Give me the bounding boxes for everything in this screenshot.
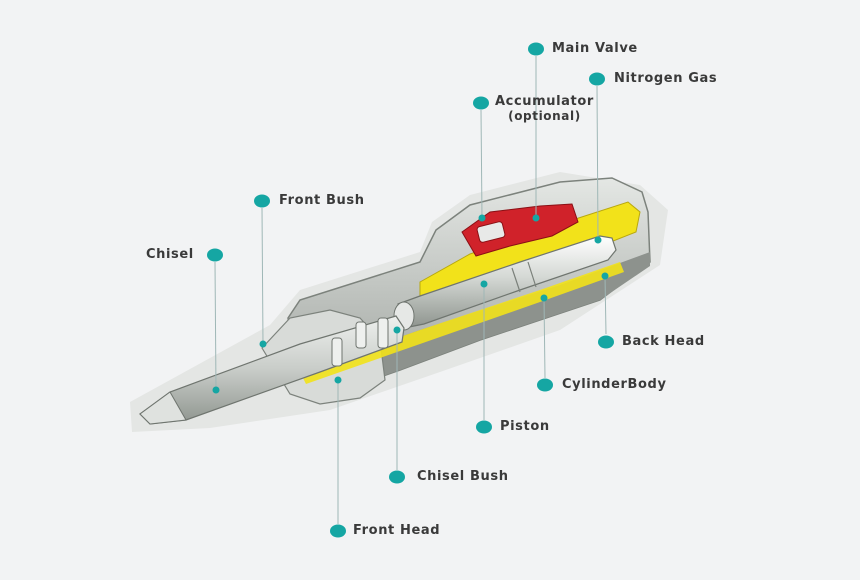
label-chisel-bush: Chisel Bush [417, 469, 509, 484]
label-dot-main-valve [528, 42, 544, 56]
accumulator-window [476, 221, 506, 243]
chisel-tip-highlight [139, 391, 187, 425]
chisel-bush-pin-c [377, 317, 389, 349]
yellow-chamber-lower [300, 262, 624, 384]
label-dot-front-head [330, 524, 346, 538]
label-dot-cylinder-body [537, 378, 553, 392]
piston [397, 235, 617, 329]
label-dot-accumulator [473, 96, 489, 110]
marker-front-head [334, 376, 342, 384]
leader-front-bush [261, 207, 264, 345]
label-cylinder-body: CylinderBody [562, 377, 667, 392]
piston-groove [511, 261, 537, 293]
red-accumulator [461, 203, 579, 257]
label-chisel: Chisel [146, 247, 194, 262]
label-accumulator-title: Accumulator [495, 94, 594, 109]
label-dot-back-head [598, 335, 614, 349]
leader-cylinder-body [543, 297, 546, 379]
leader-nitrogen-gas [596, 85, 599, 241]
chisel-bush-pin-a [331, 337, 343, 367]
marker-accumulator [478, 214, 486, 222]
leader-lines [214, 56, 607, 524]
label-back-head: Back Head [622, 334, 705, 349]
label-accumulator-note: (optional) [508, 109, 581, 123]
label-piston: Piston [500, 419, 550, 434]
label-dot-chisel [207, 248, 223, 262]
marker-piston [480, 280, 488, 288]
label-dot-front-bush [254, 194, 270, 208]
marker-chisel-bush [393, 326, 401, 334]
marker-front-bush [259, 340, 267, 348]
marker-chisel [212, 386, 220, 394]
marker-back-head [601, 272, 609, 280]
label-front-bush: Front Bush [279, 193, 365, 208]
marker-main-valve [532, 214, 540, 222]
marker-nitrogen-gas [594, 236, 602, 244]
label-dot-nitrogen-gas [589, 72, 605, 86]
label-dot-chisel-bush [389, 470, 405, 484]
chisel-bush-pin-b [355, 321, 367, 349]
marker-cylinder-body [540, 294, 548, 302]
leader-back-head [604, 275, 607, 335]
part-markers [212, 214, 609, 394]
leader-chisel [214, 261, 217, 391]
label-accumulator: Accumulator (optional) [495, 94, 594, 124]
label-nitrogen-gas: Nitrogen Gas [614, 71, 718, 86]
leader-accumulator [480, 109, 483, 219]
label-dots [207, 42, 614, 538]
label-main-valve: Main Valve [552, 41, 638, 56]
label-dot-piston [476, 420, 492, 434]
label-front-head: Front Head [353, 523, 441, 538]
